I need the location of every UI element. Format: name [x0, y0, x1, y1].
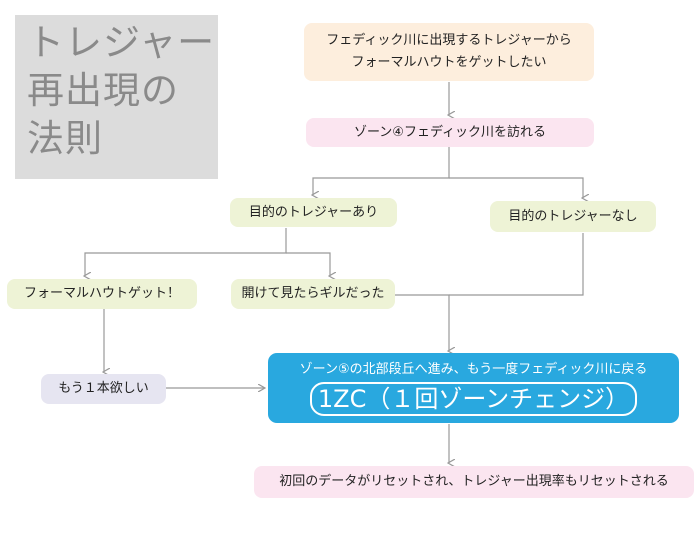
- arrow-found-to-gil: [286, 252, 330, 276]
- node-treasure-not-found: 目的のトレジャーなし: [490, 201, 656, 232]
- node-got-gil: 開けて見たらギルだった: [231, 279, 395, 309]
- arrow-visit-to-found: [313, 147, 450, 195]
- zone-change-label: 1ZC（１回ゾーンチェンジ）: [309, 382, 638, 416]
- arrow-found-to-got: [85, 228, 287, 276]
- zone-change-instruction: ゾーン⑤の北部段丘へ進み、もう一度フェディック川に戻る: [299, 362, 648, 377]
- node-zone-change: ゾーン⑤の北部段丘へ進み、もう一度フェディック川に戻る 1ZC（１回ゾーンチェン…: [268, 353, 679, 423]
- node-goal: フェディック川に出現するトレジャーから フォーマルハウトをゲットしたい: [304, 23, 594, 81]
- node-visit-zone4: ゾーン④フェディック川を訪れる: [306, 118, 594, 147]
- arrow-visit-to-not-found: [449, 177, 583, 198]
- diagram-title: トレジャー 再出現の 法則: [27, 21, 216, 160]
- node-treasure-found: 目的のトレジャーあり: [230, 198, 397, 227]
- arrow-gil-to-zone-change: [395, 294, 449, 351]
- node-reset: 初回のデータがリセットされ、トレジャー出現率もリセットされる: [254, 466, 694, 498]
- node-got-fomalhaut: フォーマルハウトゲット！: [7, 279, 197, 309]
- node-want-more: もう１本欲しい: [41, 374, 166, 404]
- title-box: トレジャー 再出現の 法則: [15, 15, 218, 179]
- arrow-not-found-to-zone-change: [449, 233, 584, 296]
